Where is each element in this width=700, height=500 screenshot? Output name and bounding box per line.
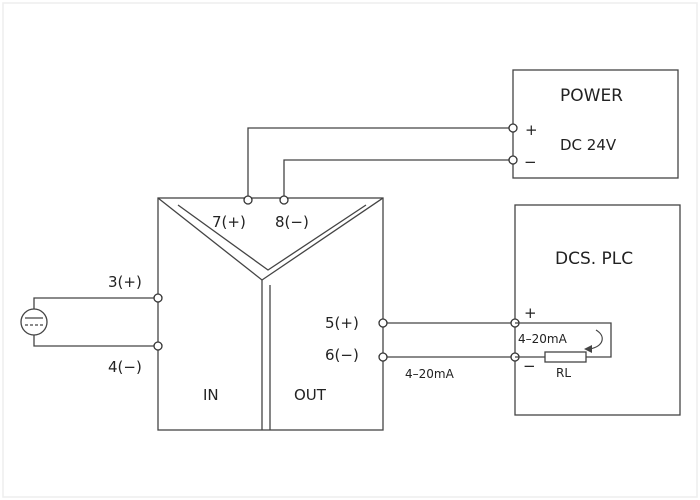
power-plus-label: + [525, 121, 538, 139]
signal-source-symbol [20, 308, 48, 336]
terminal-5 [378, 318, 388, 328]
power-voltage: DC 24V [560, 136, 617, 154]
load-resistor-label: RL [556, 366, 571, 380]
power-minus-terminal [508, 155, 518, 165]
dcs-loop-wire [515, 322, 612, 358]
terminal-4-label: 4(−) [108, 358, 142, 376]
loop-current-arrowhead-icon [584, 345, 592, 353]
terminal-3-label: 3(+) [108, 273, 142, 291]
dcs-plc-box [514, 204, 681, 416]
power-minus-label: − [524, 153, 537, 171]
terminal-8 [279, 195, 289, 205]
module-out-label: OUT [294, 386, 327, 404]
dcs-plc-title: DCS. PLC [555, 249, 633, 269]
power-title: POWER [560, 86, 623, 106]
wire-input-plus [33, 297, 158, 347]
terminal-6 [378, 352, 388, 362]
terminal-4 [153, 341, 163, 351]
terminal-7-label: 7(+) [212, 213, 246, 231]
terminal-6-label: 6(−) [325, 346, 359, 364]
dcs-loop-current-label: 4–20mA [518, 332, 568, 346]
terminal-8-label: 8(−) [275, 213, 309, 231]
output-signal-label: 4–20mA [405, 367, 455, 381]
wire-terminal7-to-power-plus [247, 127, 513, 198]
loop-current-arrow [589, 329, 603, 350]
terminal-7 [243, 195, 253, 205]
module-in-label: IN [203, 386, 219, 404]
power-plus-terminal [508, 123, 518, 133]
load-resistor [544, 351, 587, 363]
dcs-minus-label: − [523, 357, 536, 375]
module-divider-inner [177, 204, 367, 271]
terminal-5-label: 5(+) [325, 314, 359, 332]
power-supply-box [512, 69, 679, 179]
wire-terminal8-to-power-minus [283, 159, 513, 198]
dcs-plus-label: + [524, 304, 537, 322]
terminal-3 [153, 293, 163, 303]
